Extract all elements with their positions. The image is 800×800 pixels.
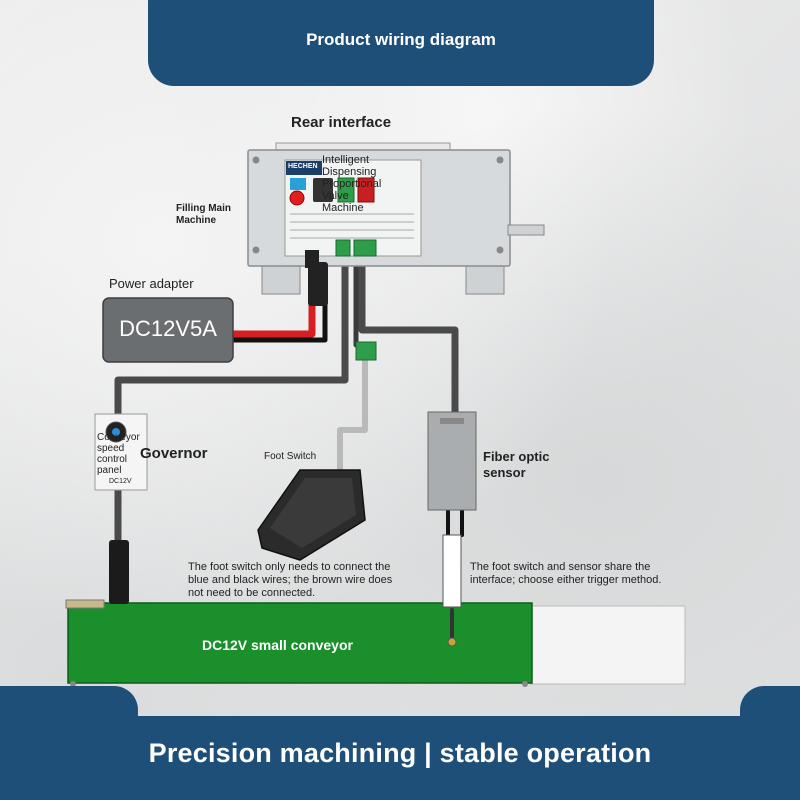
panel-terminal-green [337, 177, 355, 203]
machine-foot [261, 261, 301, 295]
sensor-probe-tip [447, 637, 457, 647]
foot-switch-note: The foot switch only needs to connect th… [188, 561, 393, 599]
speed-panel-voltage: DC12V [109, 478, 132, 485]
conveyor [65, 599, 686, 687]
inline-terminal-block [355, 341, 377, 361]
governor-knob-center [112, 428, 120, 436]
sensor-cable [358, 258, 459, 424]
sensor-clip [440, 418, 464, 424]
machine-screw [252, 246, 260, 254]
conveyor-screw [70, 681, 76, 687]
shared-interface-note: The foot switch and sensor share the int… [470, 561, 662, 586]
machine-screw [496, 246, 504, 254]
brand-name: HECHEN [288, 163, 318, 170]
brand-badge [286, 161, 322, 175]
panel-terminal-red [357, 177, 375, 203]
footer-slogan: Precision machining | stable operation [148, 738, 652, 768]
fiber-optic-sensor [427, 411, 477, 647]
rear-terminal-block [353, 239, 377, 257]
filling-main-machine-label: Filling Main Machine [176, 203, 231, 226]
machine-nozzle [507, 224, 545, 236]
device-title-line: Proportional [322, 178, 382, 190]
foot-switch [257, 469, 366, 561]
rear-terminal-block [335, 239, 351, 257]
footer-banner [0, 716, 800, 800]
rear-interface-label: Rear interface [291, 114, 392, 131]
adapter-rating: DC12V5A [119, 316, 217, 341]
device-title-line: Machine [322, 202, 364, 214]
governor-panel [94, 413, 148, 604]
header-banner [148, 0, 654, 86]
adapter-body [102, 297, 234, 363]
panel-indicator-blue [290, 178, 306, 190]
governor-label: Governor [140, 445, 208, 462]
panel-power-button [289, 190, 305, 206]
sensor-body [427, 411, 477, 511]
machine-screw [496, 156, 504, 164]
fiber-optic-sensor-label: Fiber optic sensor [483, 449, 550, 480]
power-adapter [102, 297, 234, 363]
device-title-line: Intelligent [322, 154, 370, 166]
rear-panel-label [284, 159, 422, 257]
filling-main-machine [247, 142, 545, 295]
foot-switch-label: Foot Switch [264, 451, 317, 462]
conveyor-end-cover [529, 605, 686, 685]
motor-connector [109, 540, 129, 604]
machine-screw [252, 156, 260, 164]
machine-foot [465, 261, 505, 295]
device-title-line: Valve [322, 190, 349, 202]
panel-dc-jack [313, 178, 333, 202]
governor-cable [114, 254, 349, 434]
dc-plug [308, 262, 328, 306]
device-panel-title: Intelligent Dispensing Proportional Valv… [322, 154, 381, 214]
device-title-line: Dispensing [322, 166, 377, 178]
conveyor-screw [522, 681, 528, 687]
power-adapter-label: Power adapter [109, 276, 194, 291]
foot-switch-pedal [270, 478, 356, 548]
conveyor-label: DC12V small conveyor [202, 637, 353, 653]
sensor-probe [442, 534, 462, 608]
conveyor-bracket [65, 599, 105, 609]
foot-switch-cable [337, 357, 368, 483]
speed-panel-label: Conveyor speed control panel [97, 432, 140, 476]
page-title: Product wiring diagram [306, 30, 496, 49]
